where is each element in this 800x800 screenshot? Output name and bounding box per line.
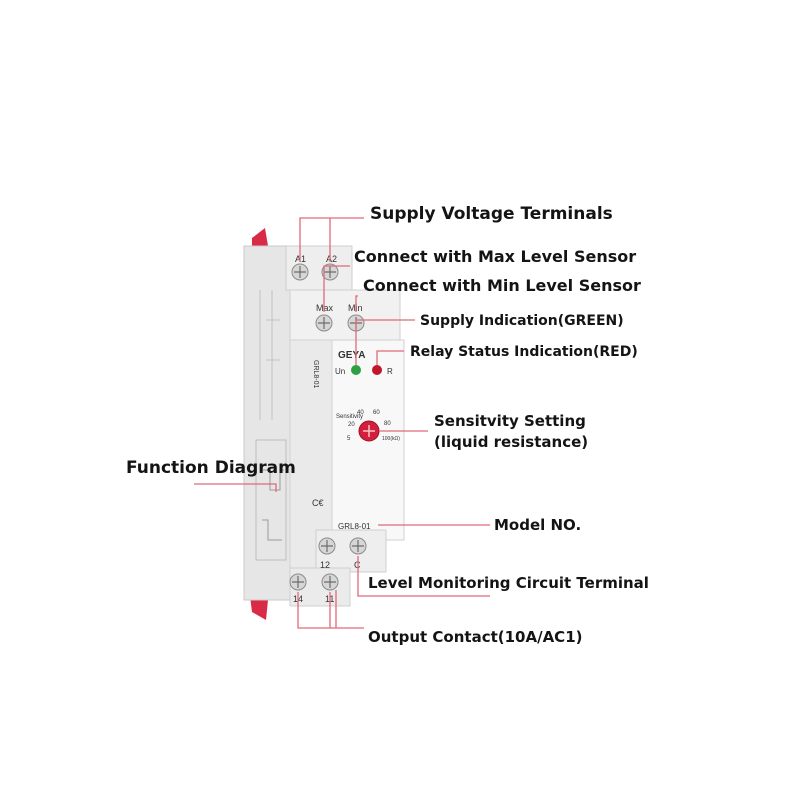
terminal-label-max: Max bbox=[316, 303, 334, 313]
terminal-screw-a1 bbox=[291, 263, 309, 281]
leader-relay-status bbox=[376, 350, 404, 365]
dial-scale-80: 80 bbox=[384, 421, 391, 427]
side-ce-mark: C€ bbox=[312, 498, 324, 508]
callout-supply-indication: Supply Indication(GREEN) bbox=[420, 313, 624, 329]
led-label-r: R bbox=[387, 367, 393, 376]
led-label-un: Un bbox=[335, 367, 345, 376]
callout-sensitivity-line2: (liquid resistance) bbox=[434, 433, 588, 451]
side-model-marking: GRL8-01 bbox=[312, 360, 319, 389]
callout-min-sensor: Connect with Min Level Sensor bbox=[363, 276, 641, 295]
led-green-indicator bbox=[351, 365, 361, 375]
terminal-screw-14 bbox=[289, 573, 307, 591]
front-model-label: GRL8-01 bbox=[338, 522, 371, 531]
function-diagram-panel bbox=[255, 439, 287, 561]
callout-output-contact: Output Contact(10A/AC1) bbox=[368, 628, 582, 646]
terminal-screw-12 bbox=[318, 537, 336, 555]
leader-max-sensor bbox=[323, 265, 350, 312]
terminal-screw-c bbox=[349, 537, 367, 555]
leader-lines bbox=[194, 217, 490, 629]
housing-upper-body bbox=[289, 289, 401, 347]
dial-scale-5: 5 bbox=[347, 436, 351, 442]
din-clip-bottom bbox=[250, 596, 268, 620]
dial-scale-40: 40 bbox=[357, 410, 364, 416]
terminal-screw-a2 bbox=[321, 263, 339, 281]
callout-sensitivity-line1: Sensitvity Setting bbox=[434, 412, 586, 430]
terminal-screw-max bbox=[315, 314, 333, 332]
dial-scale-100: 100(kΩ) bbox=[382, 436, 400, 442]
dial-scale-60: 60 bbox=[373, 410, 380, 416]
led-red-indicator bbox=[372, 365, 382, 375]
callout-relay-status: Relay Status Indication(RED) bbox=[410, 344, 638, 360]
dial-scale-20: 20 bbox=[348, 422, 355, 428]
terminal-screw-11 bbox=[321, 573, 339, 591]
terminal-label-12: 12 bbox=[320, 560, 330, 570]
sensitivity-dial[interactable] bbox=[358, 420, 380, 442]
terminal-label-a2: A2 bbox=[326, 254, 337, 264]
callout-max-sensor: Connect with Max Level Sensor bbox=[354, 247, 636, 266]
leader-function-diagram bbox=[194, 483, 277, 492]
leader-supply-voltage bbox=[299, 217, 364, 262]
leader-min-sensor bbox=[355, 295, 358, 312]
callout-labels: Supply Voltage Terminals Connect with Ma… bbox=[126, 204, 649, 646]
leader-output-contact bbox=[297, 590, 364, 629]
function-diagram-trace bbox=[262, 469, 284, 541]
brand-logo: GEYA bbox=[338, 350, 365, 361]
leader-supply-indication bbox=[355, 319, 415, 365]
relay-device: C€ GRL8-01 A1 A2 Max Min GEYA Un R bbox=[243, 228, 405, 620]
callout-model-no: Model NO. bbox=[494, 516, 581, 534]
leader-level-circuit bbox=[357, 556, 490, 597]
housing-side bbox=[243, 245, 297, 601]
dial-label: Sensitivity bbox=[336, 414, 363, 420]
callout-supply-voltage: Supply Voltage Terminals bbox=[370, 204, 613, 224]
callout-level-circuit: Level Monitoring Circuit Terminal bbox=[368, 574, 649, 592]
terminal-label-min: Min bbox=[348, 303, 363, 313]
din-clip-top bbox=[252, 228, 268, 250]
side-wiring-lines bbox=[259, 290, 280, 420]
callout-function-diagram: Function Diagram bbox=[126, 458, 296, 478]
